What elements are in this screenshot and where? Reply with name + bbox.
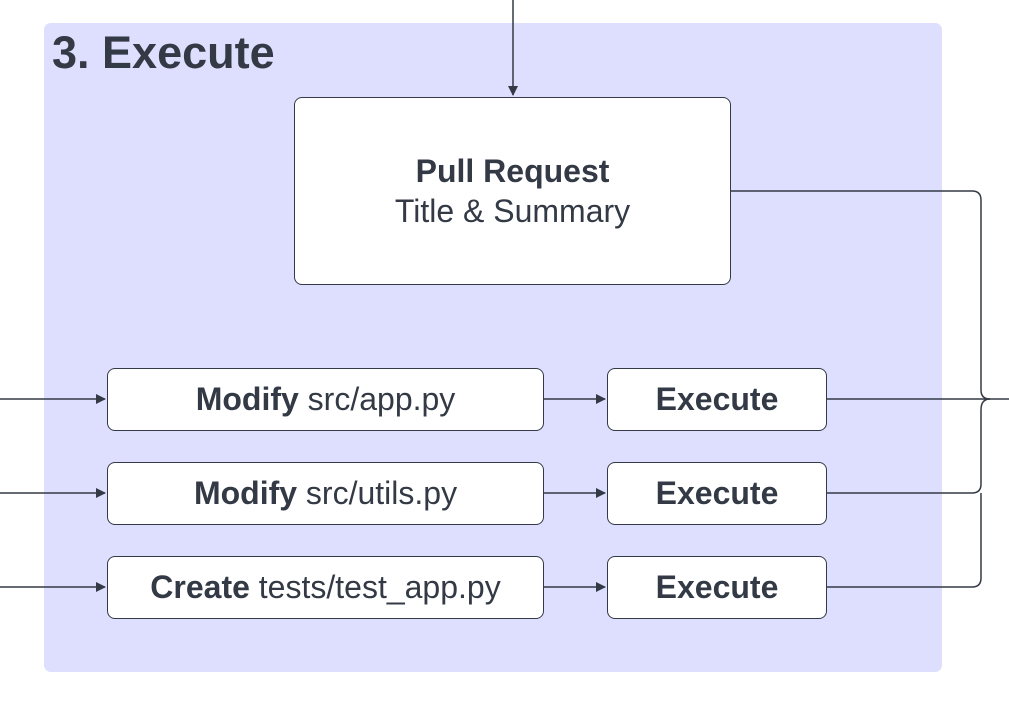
step-node-1: Modify src/app.py bbox=[107, 368, 544, 431]
execute-node-2: Execute bbox=[607, 462, 827, 525]
step-3-path: tests/test_app.py bbox=[258, 569, 501, 605]
execute-node-3: Execute bbox=[607, 556, 827, 619]
row-2-output-line bbox=[827, 410, 982, 494]
execute-1-label: Execute bbox=[655, 381, 779, 417]
step-1-path: src/app.py bbox=[307, 381, 456, 417]
step-3-verb: Create bbox=[150, 569, 250, 605]
row-3-output-line bbox=[827, 493, 982, 588]
execute-2-label: Execute bbox=[655, 475, 779, 511]
section-title: 3. Execute bbox=[52, 27, 275, 78]
pull-request-output-line bbox=[731, 190, 991, 400]
step-2-verb: Modify bbox=[193, 475, 298, 511]
pull-request-subtitle: Title & Summary bbox=[394, 193, 631, 229]
step-node-3: Create tests/test_app.py bbox=[107, 556, 544, 619]
step-1-verb: Modify bbox=[195, 381, 299, 417]
step-node-2: Modify src/utils.py bbox=[107, 462, 544, 525]
bracket-lower bbox=[980, 398, 991, 411]
pull-request-node: Pull Request Title & Summary bbox=[294, 97, 731, 285]
execute-node-1: Execute bbox=[607, 368, 827, 431]
step-2-path: src/utils.py bbox=[305, 475, 458, 511]
execute-3-label: Execute bbox=[655, 569, 779, 605]
pull-request-title: Pull Request bbox=[415, 153, 610, 189]
